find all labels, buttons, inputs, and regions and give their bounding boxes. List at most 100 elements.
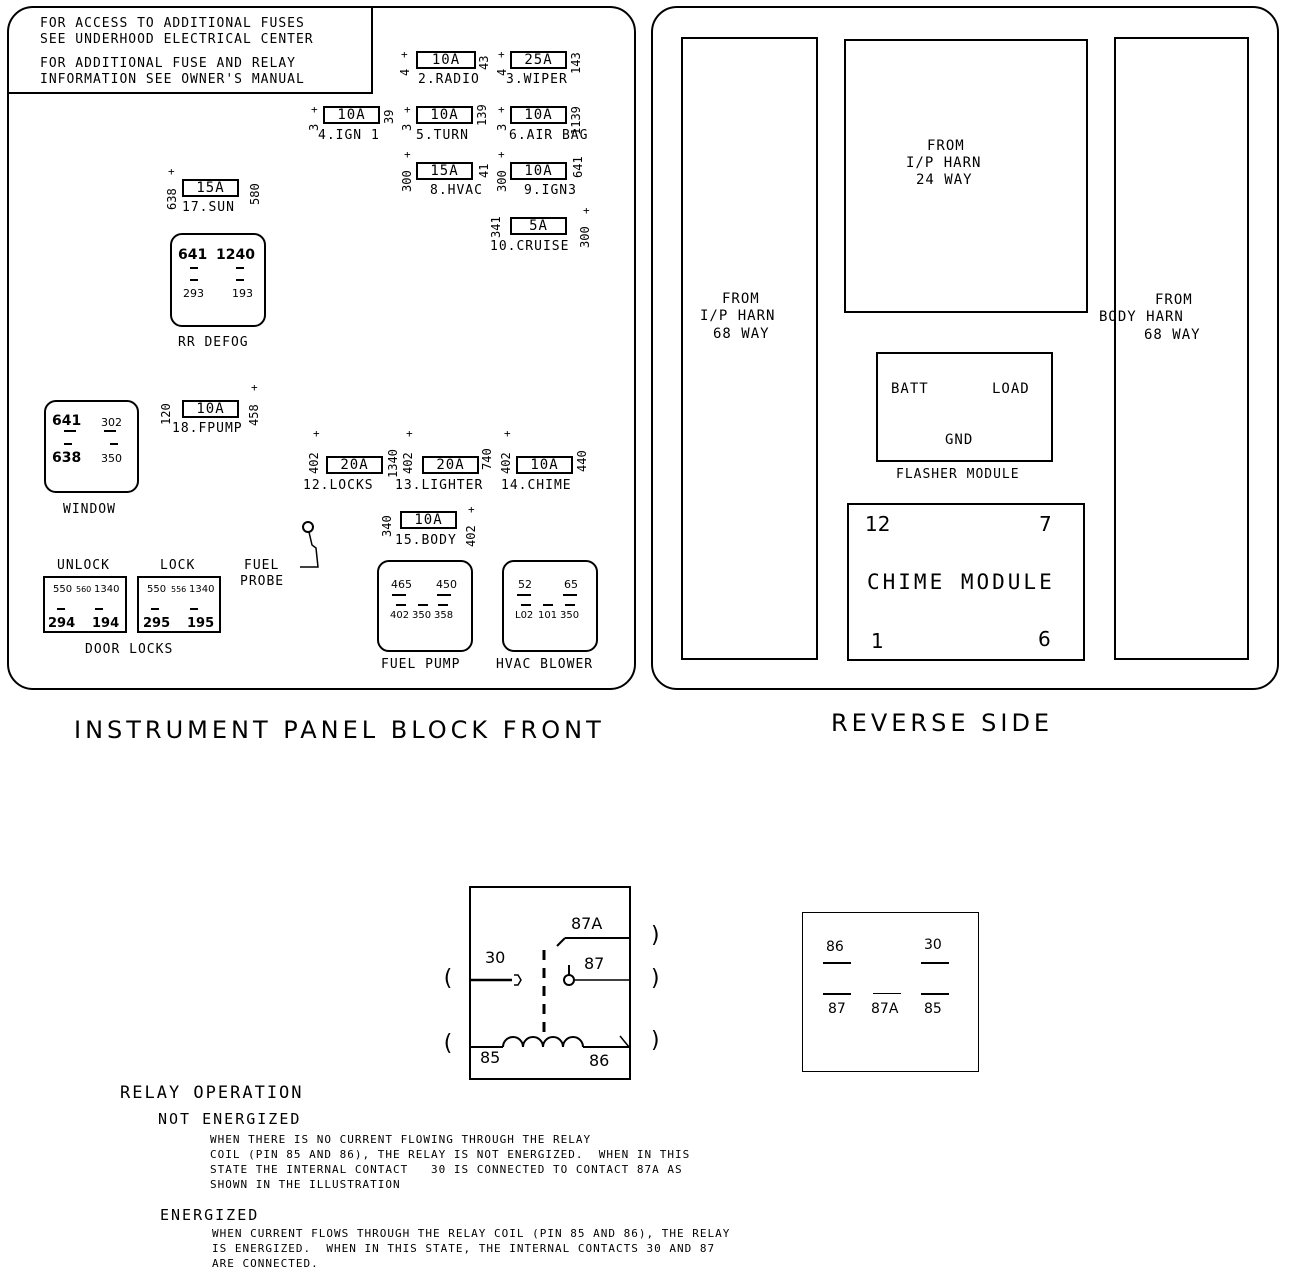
paren: ( bbox=[441, 966, 455, 991]
plus-sign: + bbox=[404, 103, 411, 116]
connector-label: I/P HARN bbox=[906, 155, 982, 171]
schematic-pin: 30 bbox=[485, 948, 506, 967]
unlock-title: UNLOCK bbox=[57, 558, 110, 573]
connector-label: 68 WAY bbox=[1144, 327, 1201, 343]
plus-sign: + bbox=[468, 503, 475, 516]
fuel-probe-label: FUEL bbox=[244, 558, 280, 573]
pin-number: 465 bbox=[391, 578, 412, 591]
plus-sign: + bbox=[406, 427, 413, 440]
connector-label: 68 WAY bbox=[713, 326, 770, 342]
relay-label: RR DEFOG bbox=[178, 335, 249, 350]
pinout-pin: 85 bbox=[924, 1001, 942, 1017]
pin-number: 1340 bbox=[94, 584, 120, 595]
pin-number: 556 bbox=[171, 585, 187, 594]
plus-sign: + bbox=[311, 103, 318, 116]
pin-number: 65 bbox=[564, 578, 578, 591]
plus-sign: + bbox=[404, 148, 411, 161]
fuse-rating: 10A bbox=[414, 512, 443, 528]
plus-sign: + bbox=[498, 103, 505, 116]
fuse-label: 9.IGN3 bbox=[524, 183, 577, 198]
energized-title: ENERGIZED bbox=[160, 1206, 260, 1224]
pin-number: 358 bbox=[434, 610, 454, 621]
connector-label: FROM bbox=[722, 291, 760, 307]
fuse-label: 6.AIR BAG bbox=[509, 128, 589, 143]
fuse-label: 18.FPUMP bbox=[172, 421, 243, 436]
chime-pin: 1 bbox=[871, 629, 884, 653]
flasher-pin: BATT bbox=[891, 381, 929, 397]
note-line: INFORMATION SEE OWNER'S MANUAL bbox=[40, 72, 305, 87]
connector-label: I/P HARN bbox=[700, 308, 776, 324]
fuse-2-radio: 10A bbox=[416, 51, 476, 69]
paren: ) bbox=[649, 966, 663, 991]
pin-number: 402 bbox=[390, 610, 410, 621]
pin-mark bbox=[521, 604, 531, 606]
relay-label: FUEL PUMP bbox=[381, 657, 461, 672]
fuse-label: 17.SUN bbox=[182, 200, 235, 215]
fuse-13-lighter: 20A bbox=[422, 456, 479, 474]
pin-number: 641 bbox=[178, 247, 208, 263]
pin-mark bbox=[190, 608, 198, 610]
reverse-side-panel bbox=[651, 6, 1279, 690]
relay-rr-defog bbox=[170, 233, 266, 327]
fuse-label: 15.BODY bbox=[395, 533, 457, 548]
pin-mark bbox=[873, 993, 901, 994]
connector-label: BODY HARN bbox=[1099, 309, 1184, 325]
connector-ip-68 bbox=[681, 37, 818, 660]
pin-mark bbox=[190, 267, 198, 269]
plus-sign: + bbox=[313, 427, 320, 440]
pin-number: 350 bbox=[560, 610, 580, 621]
flasher-label: FLASHER MODULE bbox=[896, 467, 1020, 482]
pin-number: L02 bbox=[515, 610, 534, 621]
pin-number: 450 bbox=[436, 578, 457, 591]
lock-title: LOCK bbox=[160, 558, 196, 573]
pin-number: 295 bbox=[143, 616, 171, 631]
pin-mark bbox=[236, 267, 244, 269]
pin-number: 550 bbox=[53, 584, 73, 595]
plus-sign: + bbox=[498, 48, 505, 61]
fuse-rating: 10A bbox=[196, 401, 225, 417]
plus-sign: + bbox=[498, 148, 505, 161]
relay-fuel-pump bbox=[377, 560, 473, 652]
schematic-pin: 87 bbox=[584, 954, 605, 973]
door-locks-label: DOOR LOCKS bbox=[85, 642, 174, 657]
fuse-rating: 10A bbox=[431, 52, 461, 68]
chime-pin: 7 bbox=[1039, 512, 1052, 536]
paren: ( bbox=[441, 1031, 455, 1056]
fuse-3-wiper: 25A bbox=[510, 51, 567, 69]
fuse-label: 5.TURN bbox=[416, 128, 469, 143]
pin-mark bbox=[64, 430, 76, 432]
pinout-pin: 87A bbox=[871, 1001, 899, 1017]
pin-mark bbox=[437, 594, 451, 596]
pin-number: 293 bbox=[183, 287, 204, 300]
relay-label: WINDOW bbox=[63, 502, 116, 517]
pin-number: 52 bbox=[518, 578, 532, 591]
pin-mark bbox=[151, 608, 159, 610]
pin-number: 194 bbox=[92, 616, 120, 631]
note-box bbox=[7, 6, 373, 94]
fuel-probe-label: PROBE bbox=[240, 574, 285, 589]
schematic-pin: 87A bbox=[571, 914, 603, 933]
fuse-rating: 20A bbox=[436, 457, 465, 473]
pin-number: 193 bbox=[232, 287, 253, 300]
pinout-pin: 87 bbox=[828, 1001, 846, 1017]
schematic-pin: 86 bbox=[589, 1051, 610, 1070]
fuse-rating: 10A bbox=[524, 163, 553, 179]
pin-number: 195 bbox=[187, 616, 215, 631]
chime-pin: 12 bbox=[865, 512, 891, 536]
pin-mark bbox=[104, 430, 116, 432]
fuse-8-hvac: 15A bbox=[416, 162, 473, 180]
pin-mark bbox=[57, 608, 65, 610]
pin-mark bbox=[438, 604, 448, 606]
fuse-label: 2.RADIO bbox=[418, 72, 480, 87]
pin-number: 560 bbox=[76, 585, 92, 594]
fuse-label: 14.CHIME bbox=[501, 478, 572, 493]
chime-module-label: CHIME MODULE bbox=[867, 570, 1055, 594]
note-line: FOR ADDITIONAL FUSE AND RELAY bbox=[40, 56, 296, 71]
pinout-pin: 30 bbox=[924, 937, 942, 953]
relay-hvac-blower bbox=[502, 560, 598, 652]
pin-mark bbox=[392, 594, 406, 596]
fuse-14-chime: 10A bbox=[516, 456, 573, 474]
chime-pin: 6 bbox=[1038, 627, 1051, 651]
relay-schematic bbox=[469, 886, 631, 1080]
fuse-rating: 15A bbox=[196, 180, 225, 196]
